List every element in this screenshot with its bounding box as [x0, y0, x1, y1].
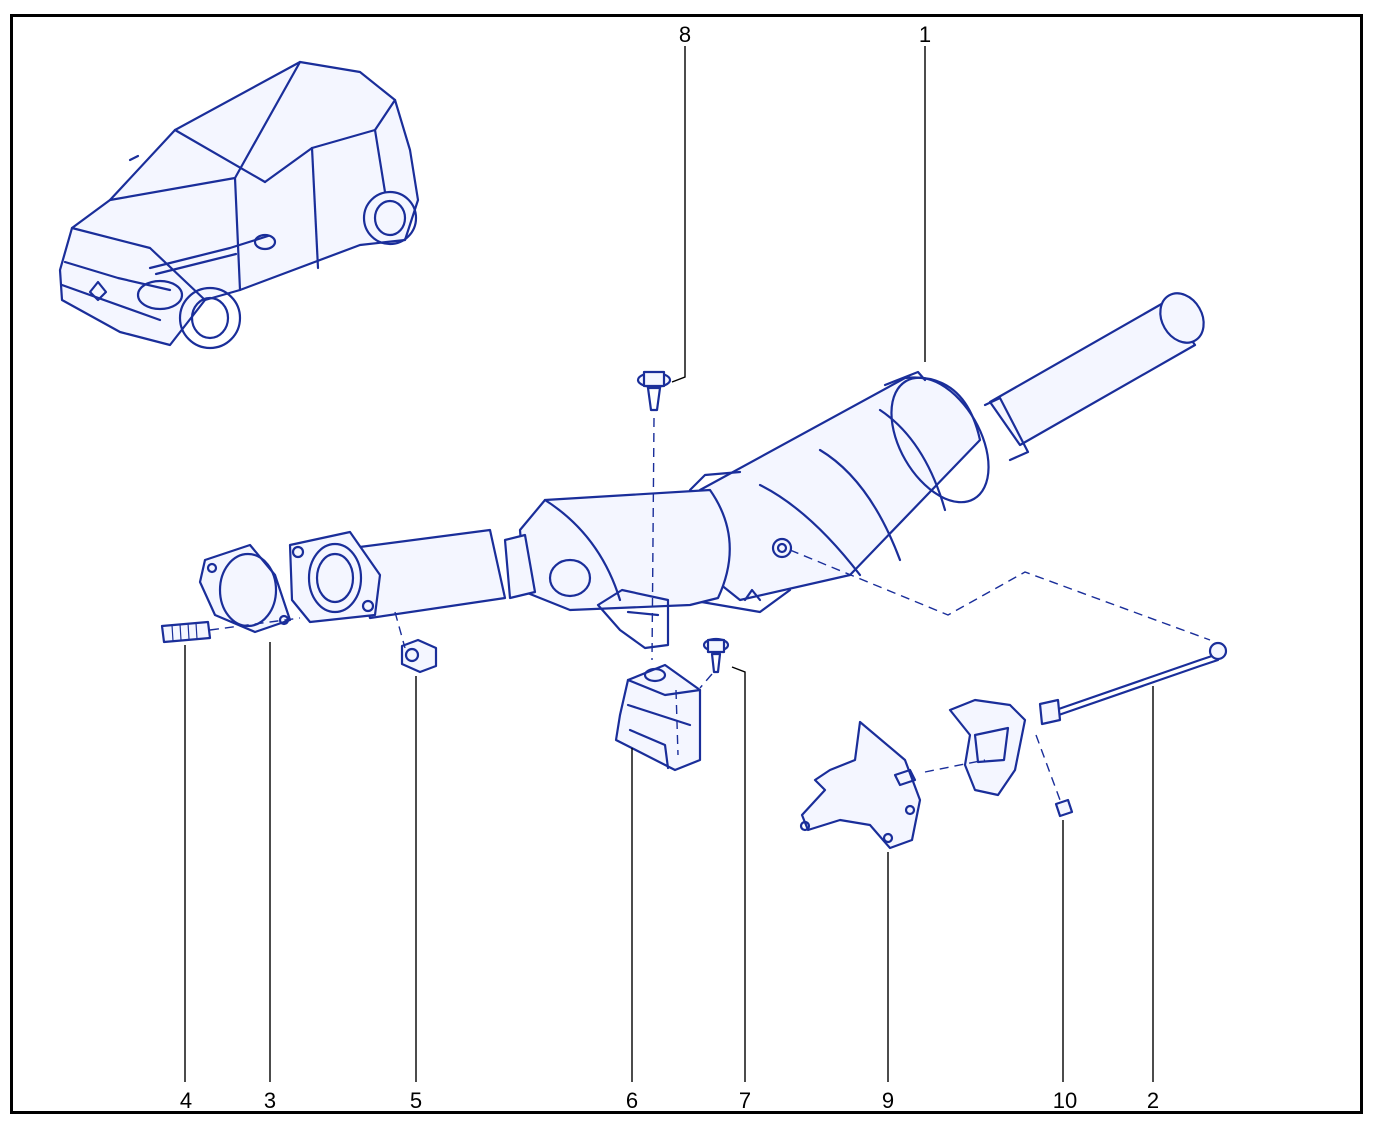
callout-labels: 1 8 4 3 5 6 7 9 10 2 — [180, 22, 1159, 1113]
vehicle-locator-illustration — [58, 60, 420, 350]
callout-5: 5 — [410, 1088, 422, 1113]
exhaust-sensor — [948, 641, 1228, 797]
callout-10: 10 — [1053, 1088, 1077, 1113]
exhaust-gasket — [198, 543, 292, 634]
callout-2: 2 — [1147, 1088, 1159, 1113]
bracket-bolt-upper — [636, 370, 672, 412]
callout-7: 7 — [739, 1088, 751, 1113]
harness-clip — [1054, 798, 1074, 818]
sensor-bracket — [799, 720, 922, 850]
callout-leaders — [184, 46, 1154, 1082]
callout-3: 3 — [264, 1088, 276, 1113]
assembly-lines — [209, 417, 1211, 801]
callout-1: 1 — [919, 22, 931, 47]
diagram-frame — [10, 14, 1363, 1114]
mounting-bolt — [702, 637, 730, 674]
exhaust-stud — [160, 620, 212, 644]
callout-9: 9 — [882, 1088, 894, 1113]
callout-6: 6 — [626, 1088, 638, 1113]
callout-4: 4 — [180, 1088, 192, 1113]
exhaust-nut — [400, 638, 438, 674]
exhaust-mounting-block — [614, 663, 702, 772]
callout-8: 8 — [679, 22, 691, 47]
catalyst-and-particle-filter — [288, 292, 1205, 650]
